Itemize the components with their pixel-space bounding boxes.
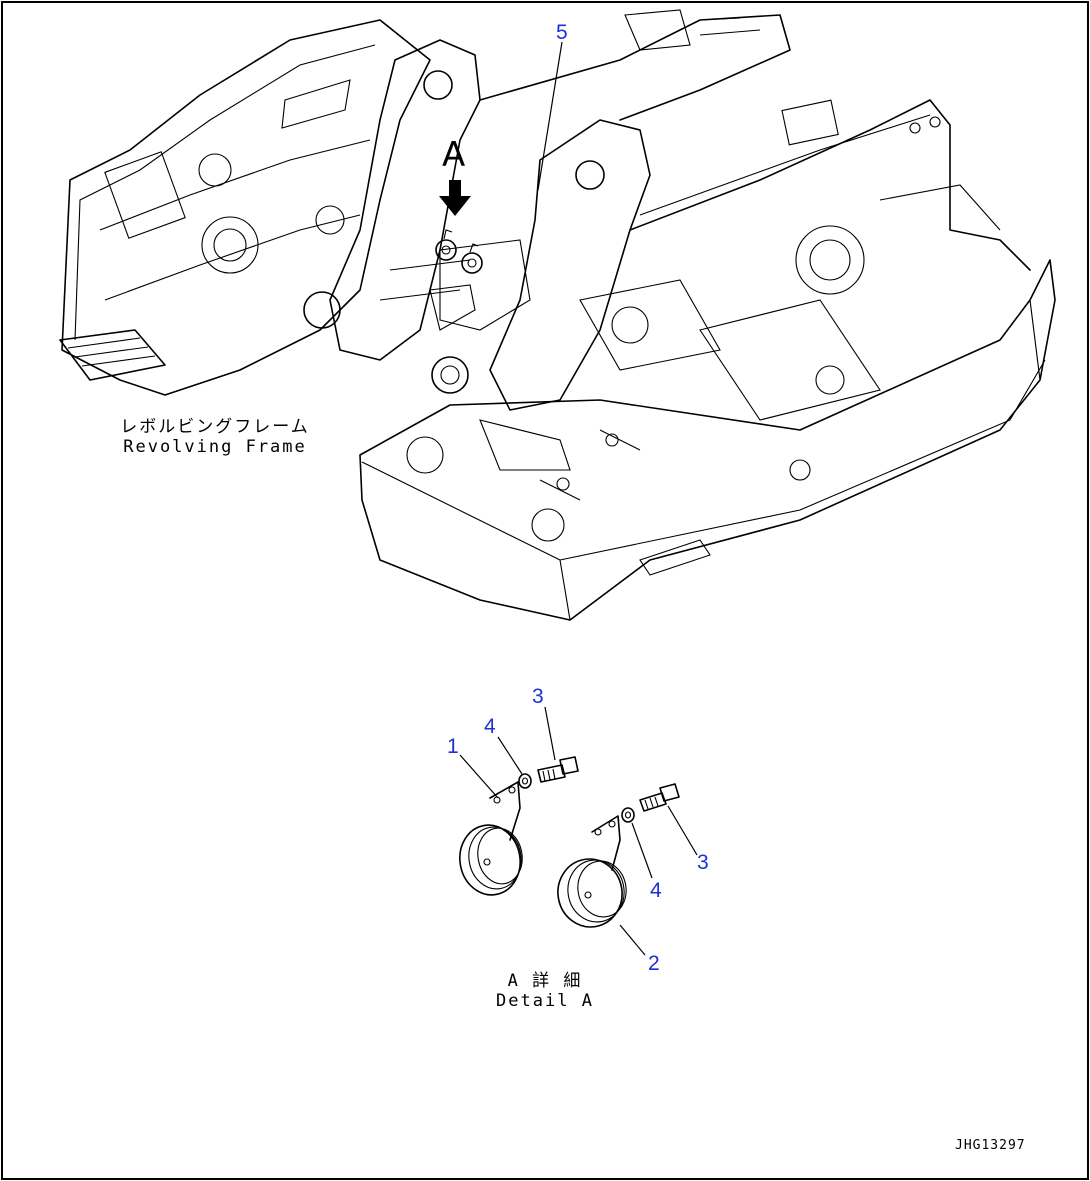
detail-a-illustration xyxy=(459,706,698,956)
revolving-frame-label-jp: レボルビングフレーム xyxy=(120,417,310,437)
callout-part-1: 1 xyxy=(447,735,459,758)
horn-2 xyxy=(557,815,627,928)
drawing-number: JHG13297 xyxy=(955,1138,1026,1153)
horn-1 xyxy=(459,781,523,896)
detail-a-label-en: Detail A xyxy=(496,990,594,1011)
callout-part-2: 2 xyxy=(648,952,660,975)
view-arrow xyxy=(439,180,471,216)
detail-a-label-jp: A 詳 細 xyxy=(507,971,583,991)
revolving-frame-label-en: Revolving Frame xyxy=(123,436,307,457)
callout-part-4-lower: 4 xyxy=(650,879,662,902)
revolving-frame-label: レボルビングフレーム Revolving Frame xyxy=(110,417,320,457)
callout-part-4-upper: 4 xyxy=(484,715,496,738)
callout-part-5: 5 xyxy=(556,21,568,44)
washer-4-upper xyxy=(518,773,532,789)
callout-part-3-right: 3 xyxy=(697,851,709,874)
detail-a-label: A 詳 細 Detail A xyxy=(480,971,610,1011)
bolt-3-upper xyxy=(537,756,579,783)
washer-4-lower xyxy=(621,807,635,823)
view-letter-a: A xyxy=(442,135,466,175)
bolt-3-right xyxy=(639,783,680,812)
callout-part-3-upper: 3 xyxy=(532,685,544,708)
revolving-frame-illustration xyxy=(59,9,1056,621)
